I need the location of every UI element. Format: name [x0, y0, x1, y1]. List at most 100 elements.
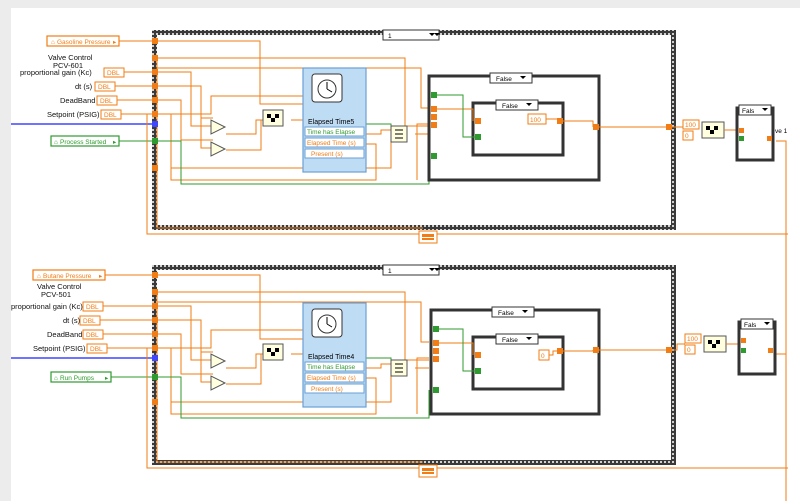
- dropdown-icon[interactable]: [762, 108, 768, 111]
- dbl-deadband[interactable]: DBL: [96, 95, 118, 106]
- elapsed-time-express-vi[interactable]: Elapsed Time4 Time has Elapse Elapsed Ti…: [302, 302, 367, 408]
- svg-text:Setpoint (PSIG): Setpoint (PSIG): [33, 344, 86, 353]
- tunnels-left: [152, 38, 158, 171]
- dbl-gain[interactable]: DBL: [82, 301, 104, 312]
- svg-text:DeadBand: DeadBand: [60, 96, 95, 105]
- svg-text:PCV-501: PCV-501: [41, 290, 71, 299]
- svg-text:Present (s): Present (s): [311, 151, 343, 158]
- dropdown-icon[interactable]: [526, 337, 532, 340]
- dbl-setpoint[interactable]: DBL: [100, 109, 122, 120]
- home-icon: ⌂: [37, 273, 41, 280]
- svg-text:DBL: DBL: [98, 84, 111, 91]
- svg-text:DBL: DBL: [86, 304, 99, 311]
- svg-text:Time has Elapse: Time has Elapse: [307, 364, 356, 371]
- dropdown-icon[interactable]: [520, 76, 526, 79]
- svg-text:proportional gain (Kc): proportional gain (Kc): [11, 302, 83, 311]
- dbl-gain[interactable]: DBL: [103, 67, 125, 78]
- svg-text:Elapsed Time4: Elapsed Time4: [308, 354, 354, 361]
- svg-text:Butane Pressure: Butane Pressure: [43, 273, 92, 280]
- case-structure-inner[interactable]: False 100: [471, 99, 565, 157]
- select-function-right[interactable]: [701, 121, 725, 139]
- svg-text:100: 100: [685, 122, 696, 129]
- svg-text:DBL: DBL: [83, 318, 96, 325]
- svg-text:0: 0: [685, 133, 689, 140]
- svg-text:Process Started: Process Started: [60, 139, 107, 146]
- dbl-deadband[interactable]: DBL: [82, 329, 104, 340]
- const-0-b[interactable]: 0: [684, 344, 696, 355]
- increment-icon[interactable]: [434, 33, 440, 36]
- svg-text:Valve Control: Valve Control: [37, 282, 82, 291]
- dropdown-icon[interactable]: [764, 322, 770, 325]
- compare-function-2[interactable]: [210, 375, 227, 391]
- dropdown-icon[interactable]: [522, 310, 528, 313]
- svg-text:1: 1: [388, 268, 392, 275]
- select-function-2[interactable]: [390, 359, 408, 377]
- case-structure-right[interactable]: Fals: [737, 318, 777, 376]
- svg-text:False: False: [502, 103, 518, 110]
- compare-function-2[interactable]: [210, 141, 227, 157]
- svg-text:100: 100: [530, 117, 541, 124]
- svg-text:Elapsed Time5: Elapsed Time5: [308, 119, 354, 126]
- decrement-icon[interactable]: [429, 268, 435, 271]
- svg-text:Present (s): Present (s): [311, 386, 343, 393]
- shift-register-node-1[interactable]: [418, 230, 438, 244]
- svg-text:DBL: DBL: [90, 346, 103, 353]
- block-diagram[interactable]: 1 ⌂ Gasoline Pressure ▸ Valve Control PC…: [11, 8, 800, 501]
- svg-text:False: False: [502, 337, 518, 344]
- control-butane-pressure[interactable]: ⌂ Butane Pressure ▸: [32, 269, 106, 281]
- sequence-selector[interactable]: 1: [382, 264, 440, 276]
- svg-text:0: 0: [687, 347, 691, 354]
- dbl-wires[interactable]: [100, 274, 429, 463]
- compare-function-1[interactable]: [210, 119, 227, 135]
- svg-text:Valve Control: Valve Control: [48, 53, 93, 62]
- svg-text:Setpoint (PSIG): Setpoint (PSIG): [47, 110, 100, 119]
- home-icon: ⌂: [51, 39, 55, 46]
- sequence-selector[interactable]: 1: [382, 29, 440, 41]
- compare-function-1[interactable]: [210, 353, 227, 369]
- svg-text:Gasoline Pressure: Gasoline Pressure: [57, 39, 111, 46]
- case-structure-right[interactable]: Fals ve 1: [735, 104, 788, 162]
- const-100-a[interactable]: 100: [682, 119, 700, 130]
- select-function[interactable]: [262, 109, 284, 127]
- svg-text:1: 1: [388, 33, 392, 40]
- select-function-2[interactable]: [390, 125, 408, 143]
- svg-text:PCV-601: PCV-601: [53, 61, 83, 70]
- control-run-pumps[interactable]: ⌂ Run Pumps ▸: [50, 371, 112, 383]
- dbl-dt[interactable]: DBL: [79, 315, 101, 326]
- svg-text:dt (s): dt (s): [63, 316, 81, 325]
- svg-text:DBL: DBL: [100, 98, 113, 105]
- svg-text:▸: ▸: [105, 375, 109, 382]
- svg-text:ve 1: ve 1: [775, 128, 788, 135]
- home-icon: ⌂: [54, 375, 58, 382]
- svg-text:▸: ▸: [113, 139, 117, 146]
- svg-text:DeadBand: DeadBand: [47, 330, 82, 339]
- control-gasoline-pressure[interactable]: ⌂ Gasoline Pressure ▸: [46, 35, 120, 47]
- svg-text:Elapsed Time (s): Elapsed Time (s): [307, 140, 356, 147]
- dbl-dt[interactable]: DBL: [94, 81, 116, 92]
- elapsed-time-express-vi[interactable]: Elapsed Time5 Time has Elapse Elapsed Ti…: [302, 67, 367, 173]
- dropdown-icon[interactable]: [526, 103, 532, 106]
- tunnels-left: [152, 272, 158, 405]
- const-0-a[interactable]: 0: [682, 130, 694, 141]
- svg-text:Fals: Fals: [742, 108, 755, 115]
- select-function[interactable]: [262, 343, 284, 361]
- case-structure-inner[interactable]: False 0: [471, 333, 565, 391]
- decrement-icon[interactable]: [429, 33, 435, 36]
- svg-text:proportional gain (Kc): proportional gain (Kc): [20, 68, 92, 77]
- home-icon: ⌂: [54, 139, 58, 146]
- svg-text:▸: ▸: [113, 39, 117, 46]
- svg-text:Run Pumps: Run Pumps: [60, 375, 95, 382]
- select-function-right[interactable]: [703, 335, 727, 353]
- svg-text:Elapsed Time (s): Elapsed Time (s): [307, 375, 356, 382]
- const-100-b[interactable]: 100: [684, 333, 702, 344]
- svg-text:False: False: [496, 76, 512, 83]
- increment-icon[interactable]: [434, 268, 440, 271]
- shift-register-node-2[interactable]: [418, 464, 438, 478]
- svg-text:DBL: DBL: [86, 332, 99, 339]
- control-process-started[interactable]: ⌂ Process Started ▸: [50, 135, 120, 147]
- loop-gasoline: 1 ⌂ Gasoline Pressure ▸ Valve Control PC…: [11, 29, 788, 501]
- svg-text:▸: ▸: [99, 273, 103, 280]
- diagram-svg: 1 ⌂ Gasoline Pressure ▸ Valve Control PC…: [11, 29, 788, 501]
- dbl-setpoint[interactable]: DBL: [86, 343, 108, 354]
